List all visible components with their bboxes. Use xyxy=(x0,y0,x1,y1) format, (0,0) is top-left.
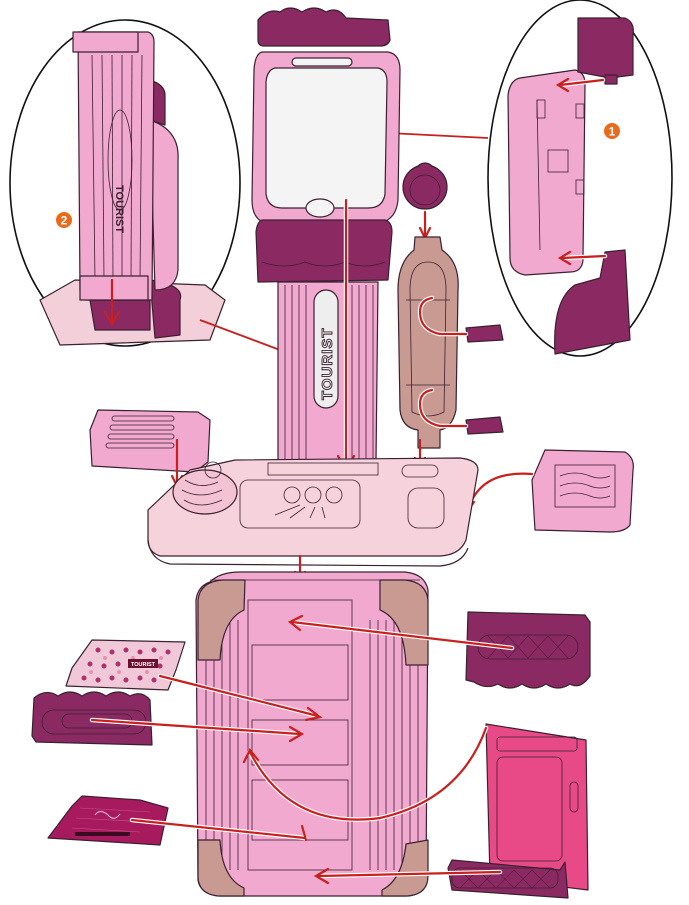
mirror-frame xyxy=(251,51,401,225)
dryer-holder xyxy=(397,236,459,449)
tourist-plate-label: TOURIST xyxy=(319,327,336,400)
column-label-mirrored: TOURIST xyxy=(113,185,125,233)
callout-badge-1: 1 xyxy=(604,123,620,139)
corner-guard-bottom-right xyxy=(381,839,429,897)
comb-tray-right xyxy=(531,449,634,533)
callout-badge-2: 2 xyxy=(56,212,72,228)
detail-callout-2: TOURIST 2 xyxy=(9,19,241,347)
suitcase xyxy=(195,571,429,897)
corner-guard-top-left xyxy=(197,579,246,661)
arrow-bottom-bar xyxy=(316,870,502,878)
small-clip-lower xyxy=(465,416,504,435)
callout-number-2: 2 xyxy=(61,214,68,228)
tile-brand-label: TOURIST xyxy=(131,662,156,668)
arrow-tile xyxy=(158,674,320,718)
small-clip-upper xyxy=(465,324,504,343)
column: TOURIST xyxy=(277,281,379,463)
pattern-card xyxy=(47,795,169,846)
dotted-tile: TOURIST xyxy=(65,639,186,691)
arrow-door-panel xyxy=(248,726,488,821)
arrow-pattern-card xyxy=(130,818,307,840)
detail-callout-1: 1 xyxy=(487,0,673,357)
vanity-base xyxy=(147,457,479,567)
corner-guard-bottom-left xyxy=(197,839,245,897)
callout-number-1: 1 xyxy=(609,125,616,139)
shelf-holder xyxy=(255,219,393,283)
tourist-plate xyxy=(313,289,339,409)
mirror-crown xyxy=(257,7,391,47)
bottom-bar xyxy=(447,859,569,899)
arrow-handle-left xyxy=(90,718,302,736)
mirror-glass xyxy=(265,67,388,209)
handle-top-right xyxy=(465,611,591,689)
comb-tray-left xyxy=(89,409,211,473)
arrow-handle-top xyxy=(290,620,514,650)
door-panel xyxy=(485,723,589,891)
corner-guard-top-right xyxy=(379,579,429,666)
round-lid xyxy=(402,162,448,210)
